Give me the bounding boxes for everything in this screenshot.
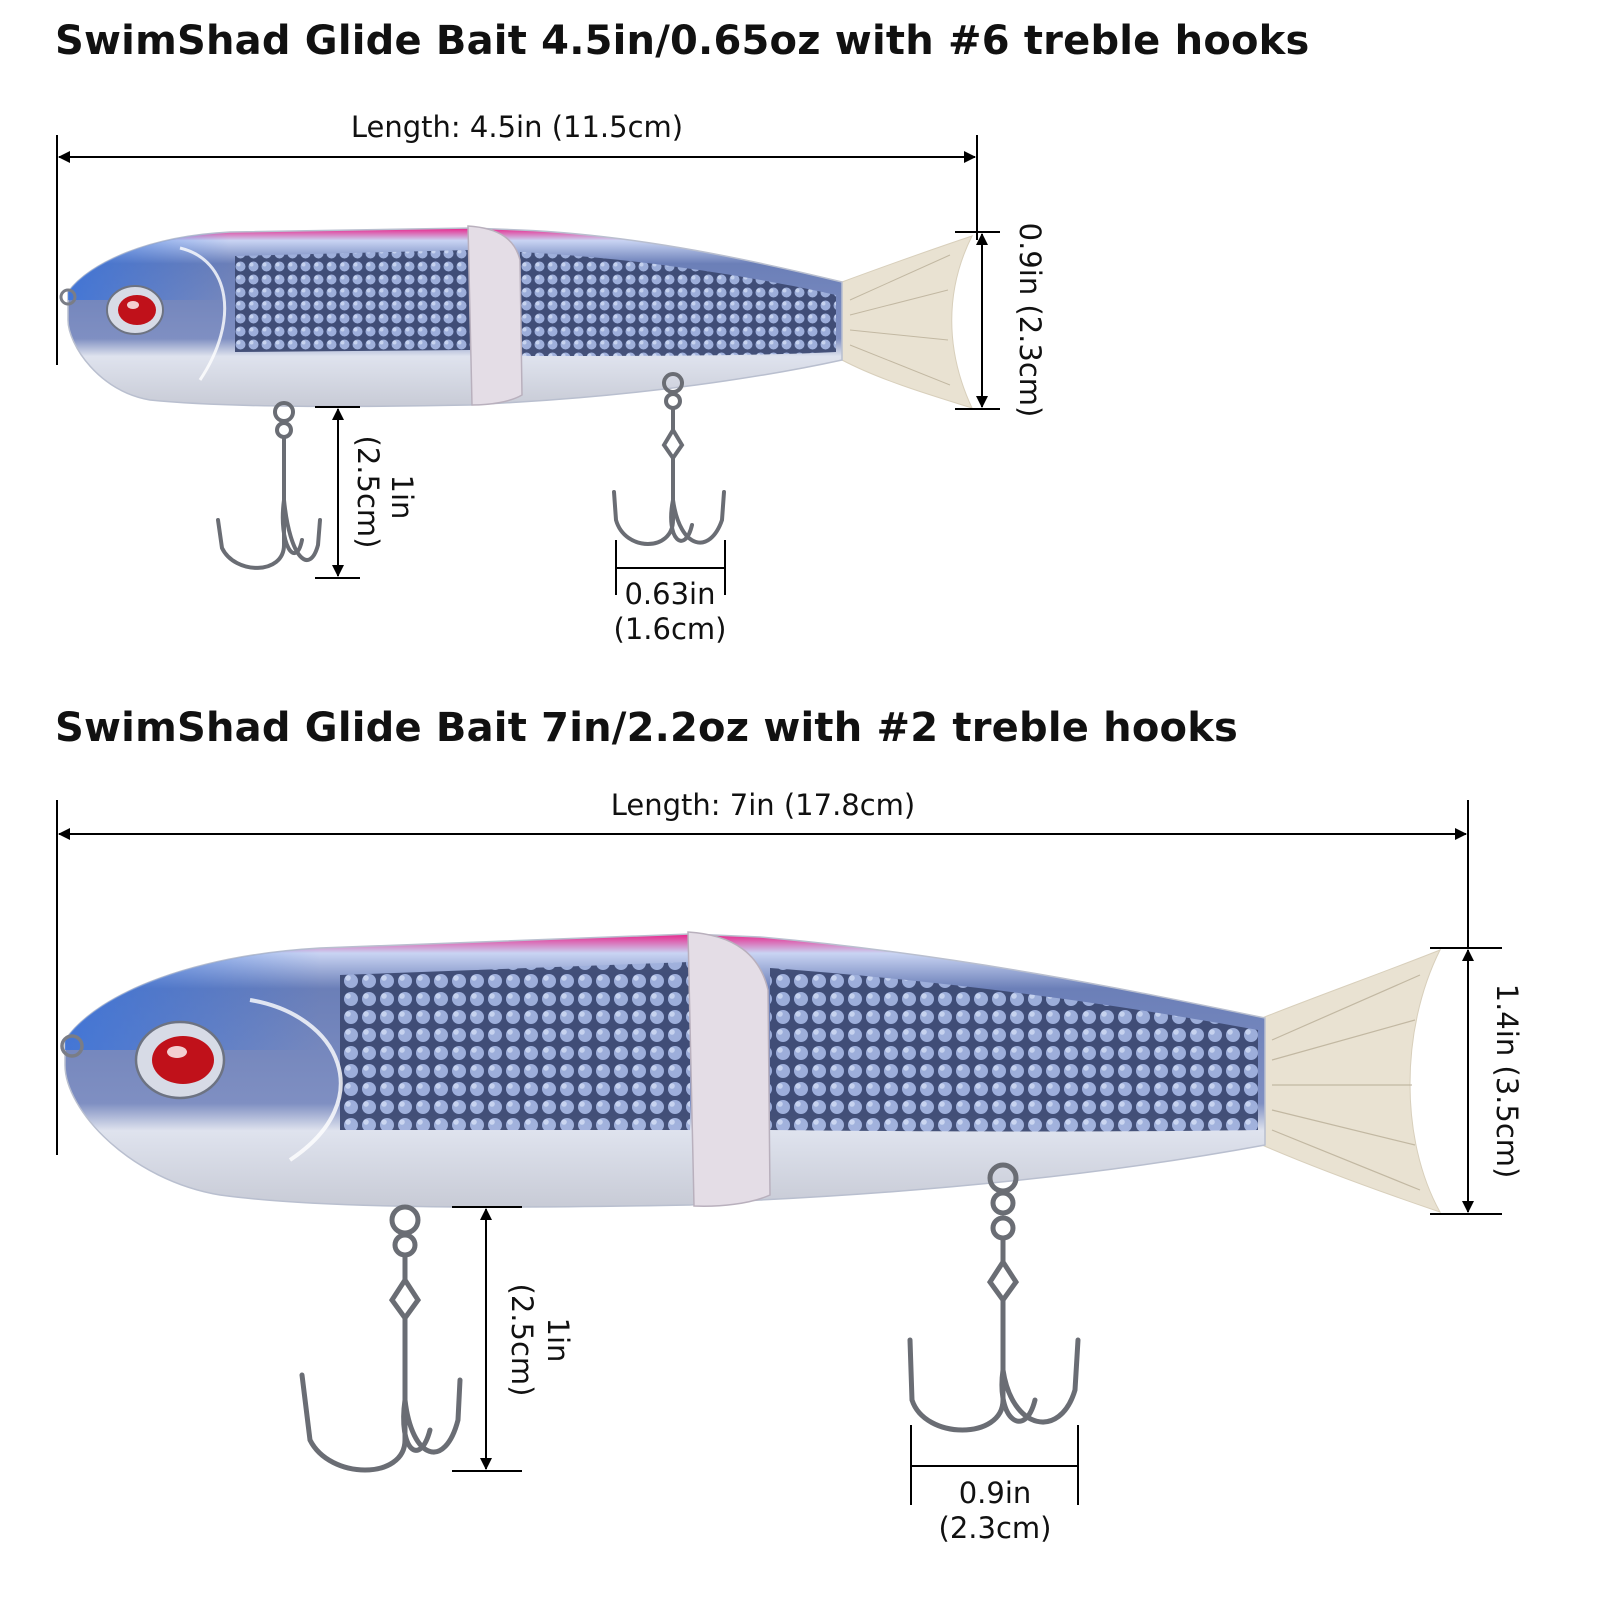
small-lure-joint (467, 225, 523, 406)
large-height-label: 1.4in (3.5cm) (1490, 984, 1524, 1179)
small-length-label: Length: 4.5in (11.5cm) (351, 110, 683, 144)
small-lure-eye (106, 285, 164, 335)
large-lure: Length: 7in (17.8cm) 1.4in (3.5cm) 1in (… (56, 788, 1524, 1545)
small-height-label: 0.9in (2.3cm) (1013, 223, 1047, 418)
large-lure-tail (1261, 949, 1442, 1213)
large-hook-length-in: 1in (541, 1318, 575, 1363)
large-lure-title: SwimShad Glide Bait 7in/2.2oz with #2 tr… (55, 705, 1239, 751)
large-lure-joint (687, 931, 771, 1207)
large-length-label: Length: 7in (17.8cm) (611, 788, 916, 822)
large-hook-gap-in: 0.9in (959, 1476, 1032, 1510)
small-hook-gap-in: 0.63in (624, 577, 715, 611)
small-lure-tail (841, 235, 973, 409)
small-lure-front-hook (216, 401, 322, 570)
large-lure-eye (134, 1020, 226, 1100)
small-hook-length-cm: (2.5cm) (351, 436, 385, 549)
large-lure-front-hook (299, 1204, 463, 1473)
small-lure: Length: 4.5in (11.5cm) 0.9in (2.3cm) 1in… (56, 110, 1047, 646)
large-hook-gap-cm: (2.3cm) (939, 1511, 1052, 1545)
small-lure-title: SwimShad Glide Bait 4.5in/0.65oz with #6… (55, 18, 1310, 64)
small-lure-rear-hook (612, 372, 726, 546)
large-hook-length-cm: (2.5cm) (505, 1284, 539, 1397)
small-hook-length-in: 1in (385, 475, 419, 520)
small-hook-gap-cm: (1.6cm) (614, 612, 727, 646)
large-lure-rear-hook (907, 1162, 1081, 1433)
